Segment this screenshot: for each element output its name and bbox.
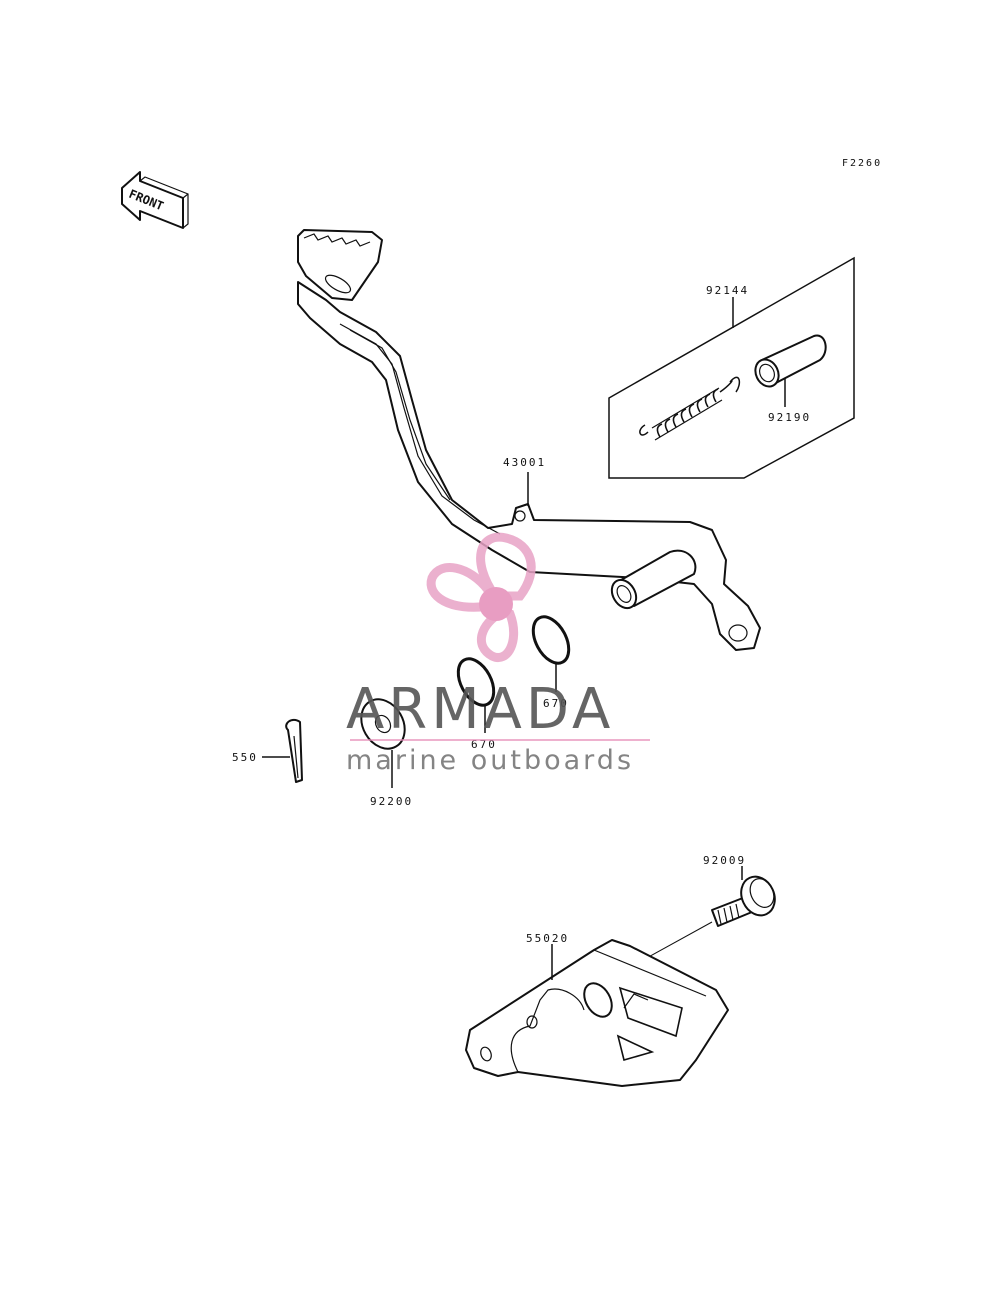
part-label-92200: 92200 [370,795,413,808]
part-label-92144: 92144 [706,284,749,297]
part-label-43001: 43001 [503,456,546,469]
part-label-550: 550 [232,751,258,764]
part-label-55020: 55020 [526,932,569,945]
watermark-tagline: marine outboards [346,745,634,776]
brake-pedal-43001 [297,229,761,651]
cotter-pin-550 [262,718,303,783]
part-label-92190: 92190 [768,411,811,424]
watermark-brand: ARMADA [346,677,614,742]
guard-55020 [465,939,729,1087]
part-label-670-inner: 670 [471,738,497,751]
spring-kit-frame [608,256,855,479]
part-label-92009: 92009 [703,854,746,867]
figure-code: F2260 [842,158,882,169]
front-arrow-icon: FRONT [121,171,189,229]
bushing-92190 [754,334,827,407]
armada-logo-icon [426,532,536,662]
o-ring-670-outer [531,615,571,692]
washer-92200 [360,698,406,788]
o-ring-670-inner [456,657,496,733]
return-spring [639,376,741,441]
part-label-670-outer: 670 [543,697,569,710]
